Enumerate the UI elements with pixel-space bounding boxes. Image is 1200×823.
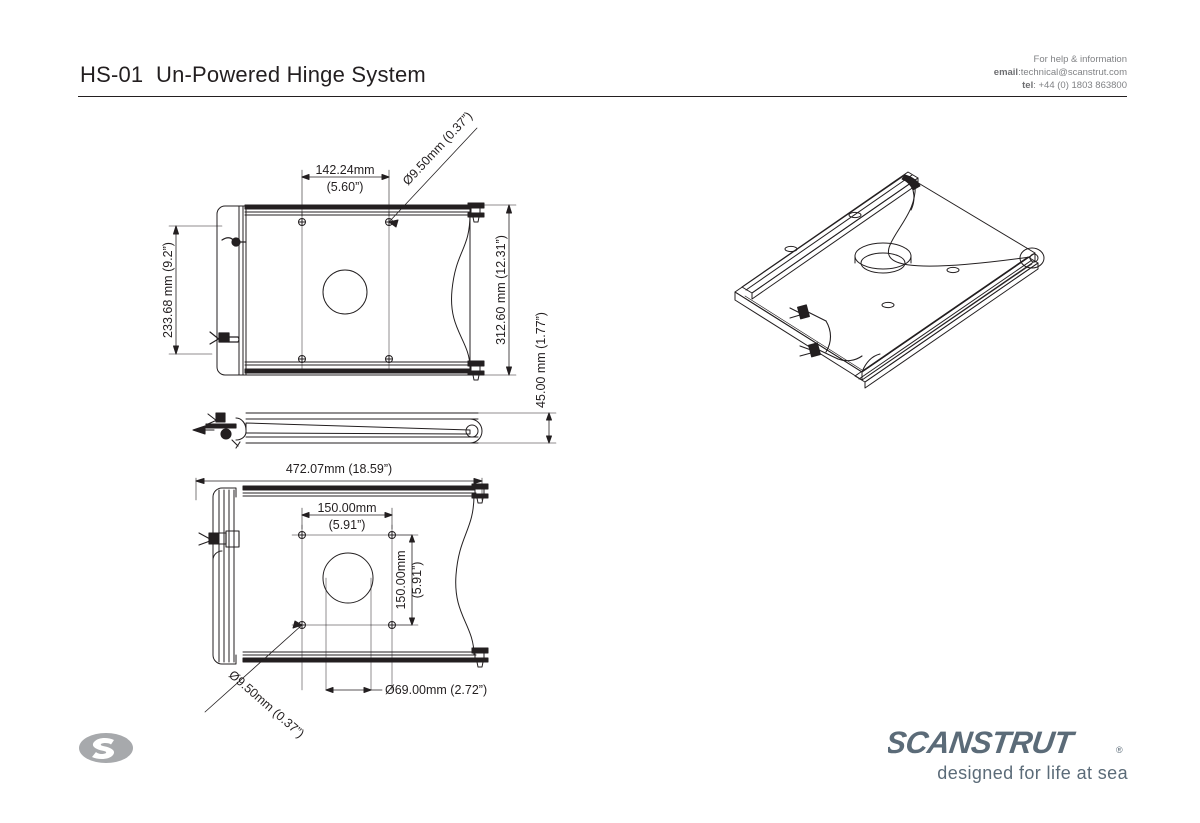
dim-bottom-pattern-height: 150.00mm (5.91”) <box>394 534 424 626</box>
contact-email-label: email <box>993 67 1019 78</box>
view-bottom: 472.07mm (18.59”) 150.00mm (5.91”) 150.0… <box>195 462 489 741</box>
contact-tel-label: tel <box>1022 80 1034 91</box>
dim-top-height-right: 312.60 mm (12.31”) <box>483 204 517 376</box>
brand-tagline: designed for life at sea <box>937 763 1128 783</box>
dim-bottom-center-dia: Ø69.00mm (2.72”) <box>325 683 487 697</box>
dim-label-150w: 150.00mm <box>317 501 376 515</box>
hinge-knob-lower <box>209 331 240 345</box>
contact-email-value: :technical@scanstrut.com <box>1018 67 1127 78</box>
dim-label-142: 142.24mm <box>315 163 374 177</box>
view-side: 45.00 mm (1.77”) <box>192 312 557 449</box>
brand-block: SCANSTRUT ® designed for life at sea <box>888 726 1128 784</box>
dim-label-312: 312.60 mm (12.31”) <box>494 235 508 345</box>
brand-name-text: SCANSTRUT <box>888 726 1078 760</box>
view-isometric <box>734 171 1045 389</box>
page-title: HS-01 Un-Powered Hinge System <box>80 62 426 87</box>
dim-label-150w-inch: (5.91”) <box>329 518 366 532</box>
view-top: 142.24mm (5.60”) Ø9.50mm (0.37”) 233.68 … <box>161 109 517 381</box>
dim-label-150h: 150.00mm <box>394 550 408 609</box>
scanstrut-wordmark: SCANSTRUT ® <box>888 726 1123 760</box>
contact-help-line: For help & information <box>1033 54 1127 65</box>
dim-bottom-overall: 472.07mm (18.59”) <box>195 462 483 501</box>
side-hinge-assembly <box>192 412 247 449</box>
scanstrut-s-mark-icon <box>79 733 133 763</box>
contact-tel-line: tel: +44 (0) 1803 863800 <box>994 79 1127 92</box>
brand-registered-mark: ® <box>1116 745 1123 755</box>
mounting-holes-bottom <box>298 531 396 629</box>
dim-label-dia69: Ø69.00mm (2.72”) <box>385 683 487 697</box>
contact-email-line: email:technical@scanstrut.com <box>994 66 1127 79</box>
dim-top-width: 142.24mm (5.60”) <box>301 163 390 217</box>
bottom-wing-nut <box>198 530 240 548</box>
dim-label-472: 472.07mm (18.59”) <box>286 462 392 476</box>
bolt-clamp-bottom-top <box>471 483 489 504</box>
dim-bottom-pattern-width: 150.00mm (5.91”) <box>301 501 393 532</box>
iso-hinge-bottom <box>789 304 881 373</box>
dim-bottom-hole-dia: Ø9.50mm (0.37”) <box>204 620 307 741</box>
dim-label-142-inch: (5.60”) <box>327 180 364 194</box>
dim-side-thickness: 45.00 mm (1.77”) <box>477 312 557 444</box>
bolt-clamp-top <box>467 202 485 223</box>
dim-top-height-left: 233.68 mm (9.2”) <box>161 225 223 355</box>
dim-label-dia950-bottom: Ø9.50mm (0.37”) <box>226 668 307 741</box>
mounting-holes-top <box>298 218 393 363</box>
contact-info: For help & information email:technical@s… <box>994 53 1127 92</box>
dim-label-233: 233.68 mm (9.2”) <box>161 242 175 338</box>
hinge-knob-upper <box>221 237 247 247</box>
contact-tel-value: : +44 (0) 1803 863800 <box>1033 80 1127 91</box>
dim-label-dia950-top: Ø9.50mm (0.37”) <box>400 109 475 188</box>
dim-label-45: 45.00 mm (1.77”) <box>534 312 548 408</box>
bolt-clamp-bottom-bot <box>471 647 489 668</box>
iso-hinge-top <box>901 174 921 211</box>
bolt-clamp-bottom <box>467 360 485 381</box>
dim-label-150h-inch: (5.91”) <box>410 562 424 599</box>
header-divider <box>78 96 1127 97</box>
